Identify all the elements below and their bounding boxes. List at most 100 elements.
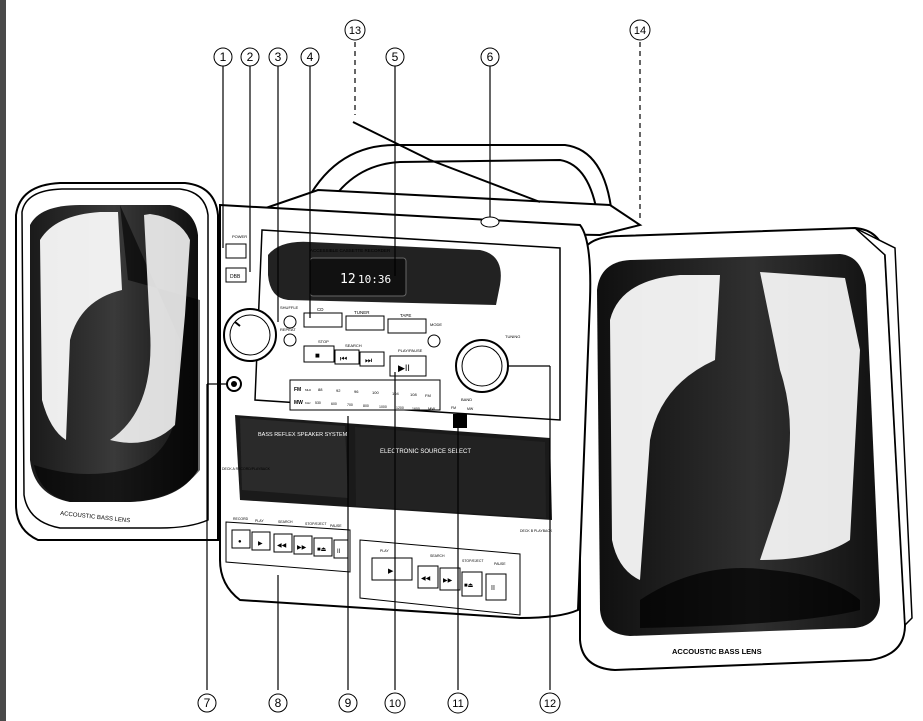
stop-eject-b-icon: ■⏏	[464, 583, 474, 589]
tuning-label: TUNING	[505, 334, 520, 339]
callouts: 1 2 3 4 5 6 7 8 9 10 11 12 13 14	[197, 19, 651, 714]
play-pause-label: PLAY/PAUSE	[398, 348, 423, 353]
pause-a-icon: II	[337, 549, 341, 555]
ffwd-a-button[interactable]	[293, 535, 313, 555]
banner-label: ACCESSIBLE CASSETTE RECORDER	[310, 248, 391, 253]
rewind-a-button[interactable]	[273, 533, 293, 553]
mw-scale-600: 600	[331, 402, 337, 406]
record-label: RECORD	[233, 517, 249, 521]
pause-b-label: PAUSE	[494, 562, 506, 566]
stop-eject-a-button[interactable]	[313, 537, 333, 557]
callout-10: 10	[384, 692, 406, 714]
band-fm: FM	[451, 406, 456, 410]
tuner-scale	[289, 379, 441, 411]
svg-text:6: 6	[487, 50, 494, 64]
dbb-label: DBB	[230, 274, 241, 280]
callout-5: 5	[385, 47, 405, 67]
svg-text:4: 4	[307, 50, 314, 64]
rewind-a-icon: ◀◀	[277, 543, 287, 549]
play-b-button[interactable]	[371, 557, 413, 581]
mw-scale-1000: 1000	[379, 405, 387, 409]
bass-reflex-label: BASS REFLEX SPEAKER SYSTEM	[258, 432, 348, 438]
fm-mono-label: FM	[294, 387, 301, 393]
dbb-button[interactable]	[225, 267, 247, 283]
play-pause-icon: ▶II	[398, 363, 410, 373]
band-mw: MW	[467, 407, 474, 411]
deck-a-label: DECK A RECORD/PLAYBACK	[222, 467, 271, 471]
repeat-button[interactable]	[283, 333, 297, 347]
repeat-label: REPEAT	[280, 327, 296, 332]
cd-label: CD	[317, 307, 324, 312]
fm-scale-108: 108	[410, 392, 417, 397]
khz-label: KHz	[305, 401, 311, 405]
tape-label: TAPE	[400, 313, 411, 318]
callout-3: 3	[268, 47, 288, 67]
play-a-icon: ▶	[258, 541, 263, 547]
play-label: PLAY	[255, 519, 264, 523]
play-pause-button[interactable]	[389, 355, 427, 377]
svg-text:14: 14	[634, 25, 646, 37]
play-b-icon: ▶	[388, 568, 394, 575]
mw-scale-700: 700	[347, 403, 353, 407]
cd-lid-button[interactable]	[480, 216, 500, 228]
fm-scale-100: 100	[372, 390, 379, 395]
prev-icon: ⏮	[340, 354, 347, 363]
fm-scale-92: 92	[336, 388, 341, 393]
callout-6: 6	[480, 47, 500, 67]
callout-9: 9	[338, 693, 358, 713]
prev-button[interactable]	[334, 349, 360, 365]
cd-button[interactable]	[303, 312, 343, 328]
stop-eject-b-button[interactable]	[461, 571, 483, 597]
svg-text:5: 5	[392, 50, 399, 64]
ffwd-b-button[interactable]	[439, 567, 461, 591]
callout-14: 14	[629, 19, 651, 41]
stop-eject-a-icon: ■⏏	[317, 547, 327, 553]
callout-7: 7	[197, 693, 217, 713]
right-speaker-label: ACCOUSTIC BASS LENS	[672, 647, 762, 656]
ffwd-a-icon: ▶▶	[297, 545, 307, 551]
shuffle-label: SHUFFLE	[280, 305, 299, 310]
left-speaker: ACCOUSTIC BASS LENS	[15, 182, 219, 541]
pause-b-button[interactable]	[485, 573, 507, 601]
svg-text:7: 7	[204, 696, 211, 710]
leader-lines	[206, 42, 641, 690]
callout-2: 2	[240, 47, 260, 67]
shuffle-button[interactable]	[283, 315, 297, 329]
tuner-button[interactable]	[345, 315, 385, 331]
callout-12: 12	[539, 692, 561, 714]
next-button[interactable]	[359, 351, 385, 367]
mode-button[interactable]	[427, 334, 441, 348]
left-edge-bar	[0, 0, 6, 721]
callout-1: 1	[213, 47, 233, 67]
band-switch[interactable]	[453, 414, 467, 428]
band-label: BAND	[461, 397, 472, 402]
record-icon: ●	[238, 539, 242, 545]
svg-text:3: 3	[275, 50, 282, 64]
tape-button[interactable]	[387, 318, 427, 334]
antenna	[352, 121, 431, 161]
mw-scale-800: 800	[363, 404, 369, 408]
display-time: 10:36	[358, 273, 391, 286]
tuner-label: TUNER	[354, 310, 370, 315]
fm-scale-96: 96	[354, 389, 359, 394]
play-a-button[interactable]	[251, 531, 271, 551]
svg-text:11: 11	[452, 698, 463, 710]
fm-scale-group: 88 92 96 100 104 108	[318, 387, 417, 397]
stop-eject-label: STOP/EJECT	[305, 522, 327, 526]
rewind-b-button[interactable]	[417, 565, 439, 589]
record-button[interactable]	[231, 529, 251, 549]
svg-text:8: 8	[275, 696, 282, 710]
right-speaker: ACCOUSTIC BASS LENS	[579, 226, 913, 672]
stop-button[interactable]	[303, 345, 335, 363]
callout-13: 13	[344, 19, 366, 41]
deck-b-label: DECK B PLAYBACK	[520, 529, 553, 533]
fm-scale-104: 104	[392, 391, 399, 396]
search2-label: SEARCH	[278, 520, 293, 524]
power-button[interactable]	[225, 243, 247, 259]
svg-text:13: 13	[349, 25, 361, 37]
callout-4: 4	[300, 47, 320, 67]
pause-label: PAUSE	[330, 524, 342, 528]
main-unit: 12 10:36 ACCESSIBLE CASSETTE RECORDER CD…	[219, 144, 643, 620]
stop-icon: ■	[315, 351, 320, 360]
